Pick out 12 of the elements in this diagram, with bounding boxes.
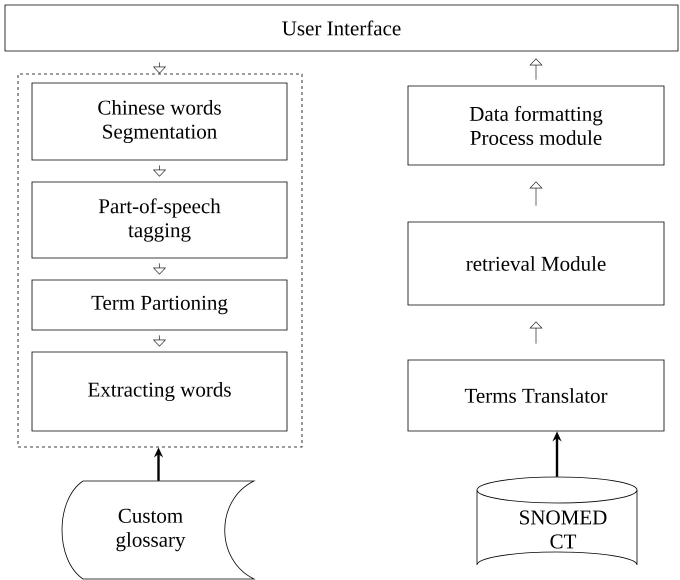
process-box: Extracting words (32, 352, 288, 432)
node-label: SNOMED CT (520, 510, 606, 549)
process-box: retrieval Module (408, 222, 664, 306)
process-box: Term Partioning (32, 280, 288, 330)
database-cylinder: SNOMED CT (476, 476, 638, 566)
process-box: Data formatting Process module (408, 86, 664, 166)
process-box: Terms Translator (408, 360, 664, 432)
stored-data-shape: Custom glossary (62, 480, 254, 580)
group-box (18, 74, 302, 448)
process-box: Part-of-speech tagging (32, 182, 288, 258)
process-box: Chinese words Segmentation (32, 82, 288, 160)
interface-bar: User Interface (4, 4, 678, 52)
